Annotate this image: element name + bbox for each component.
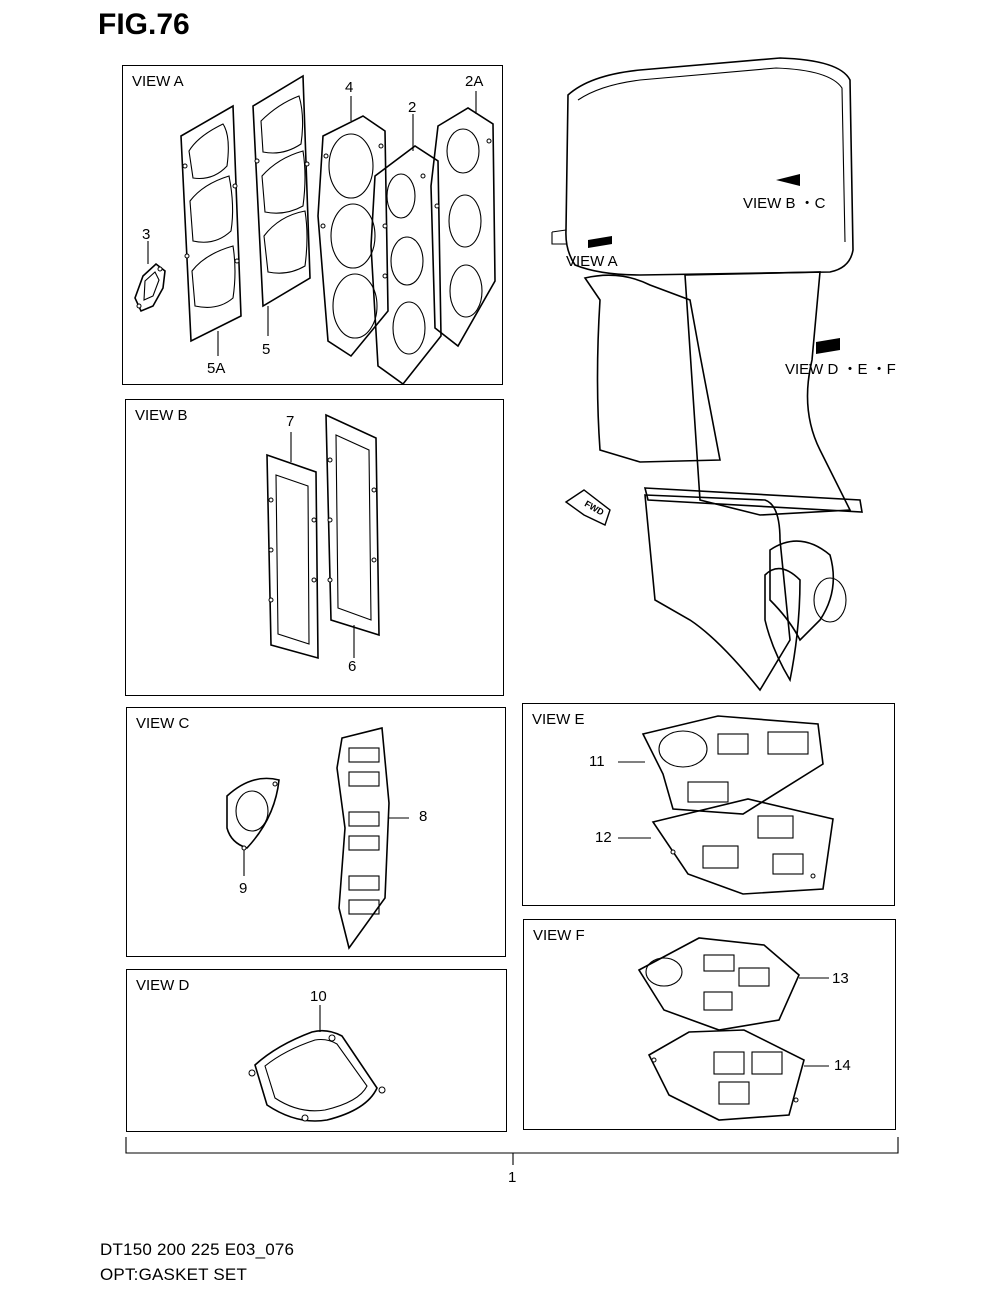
- callout-5a: 5A: [207, 360, 226, 377]
- view-a-gaskets: [134, 74, 496, 386]
- callout-8: 8: [419, 808, 428, 825]
- view-c-gaskets: [226, 726, 409, 950]
- callout-1: 1: [508, 1169, 517, 1186]
- view-b-gaskets: [266, 413, 380, 660]
- view-e-gaskets: [618, 715, 834, 895]
- view-d-gaskets: [248, 1005, 386, 1122]
- view-a-panel: VIEW A: [122, 65, 503, 386]
- view-b-label: VIEW B: [135, 407, 188, 424]
- view-f-panel: VIEW F 13 14: [523, 919, 896, 1130]
- engine-view-a-tag: VIEW A: [566, 253, 618, 270]
- callout-3: 3: [142, 226, 151, 243]
- view-d-label: VIEW D: [136, 977, 190, 994]
- callout-14: 14: [834, 1057, 851, 1074]
- callout-10: 10: [310, 988, 327, 1005]
- engine-view-def-tag: VIEW D ・E ・F: [785, 361, 896, 378]
- callout-2: 2: [408, 99, 417, 116]
- callout-2a: 2A: [465, 73, 484, 90]
- callout-11: 11: [589, 753, 605, 770]
- view-f-gaskets: [637, 937, 829, 1121]
- callout-12: 12: [595, 829, 612, 846]
- view-e-panel: VIEW E 11 12: [522, 703, 895, 906]
- callout-4: 4: [345, 79, 354, 96]
- figure-title: FIG.76: [98, 8, 190, 41]
- view-d-panel: VIEW D 10: [126, 969, 507, 1132]
- callout-6: 6: [348, 658, 357, 675]
- view-e-label: VIEW E: [532, 711, 585, 728]
- view-a-label: VIEW A: [132, 73, 184, 90]
- callout-5: 5: [262, 341, 271, 358]
- view-c-panel: VIEW C 9 8: [126, 707, 506, 957]
- callout-9: 9: [239, 880, 248, 897]
- engine-view-bc-tag: VIEW B ・C: [743, 195, 826, 212]
- footer-model: DT150 200 225 E03_076: [100, 1240, 295, 1259]
- footer-description: OPT:GASKET SET: [100, 1265, 248, 1284]
- engine-fwd-tag: FWD: [582, 498, 606, 518]
- view-f-label: VIEW F: [533, 927, 585, 944]
- callout-13: 13: [832, 970, 849, 987]
- callout-7: 7: [286, 413, 295, 430]
- view-c-label: VIEW C: [136, 715, 190, 732]
- view-b-panel: VIEW B 7 6: [125, 399, 504, 696]
